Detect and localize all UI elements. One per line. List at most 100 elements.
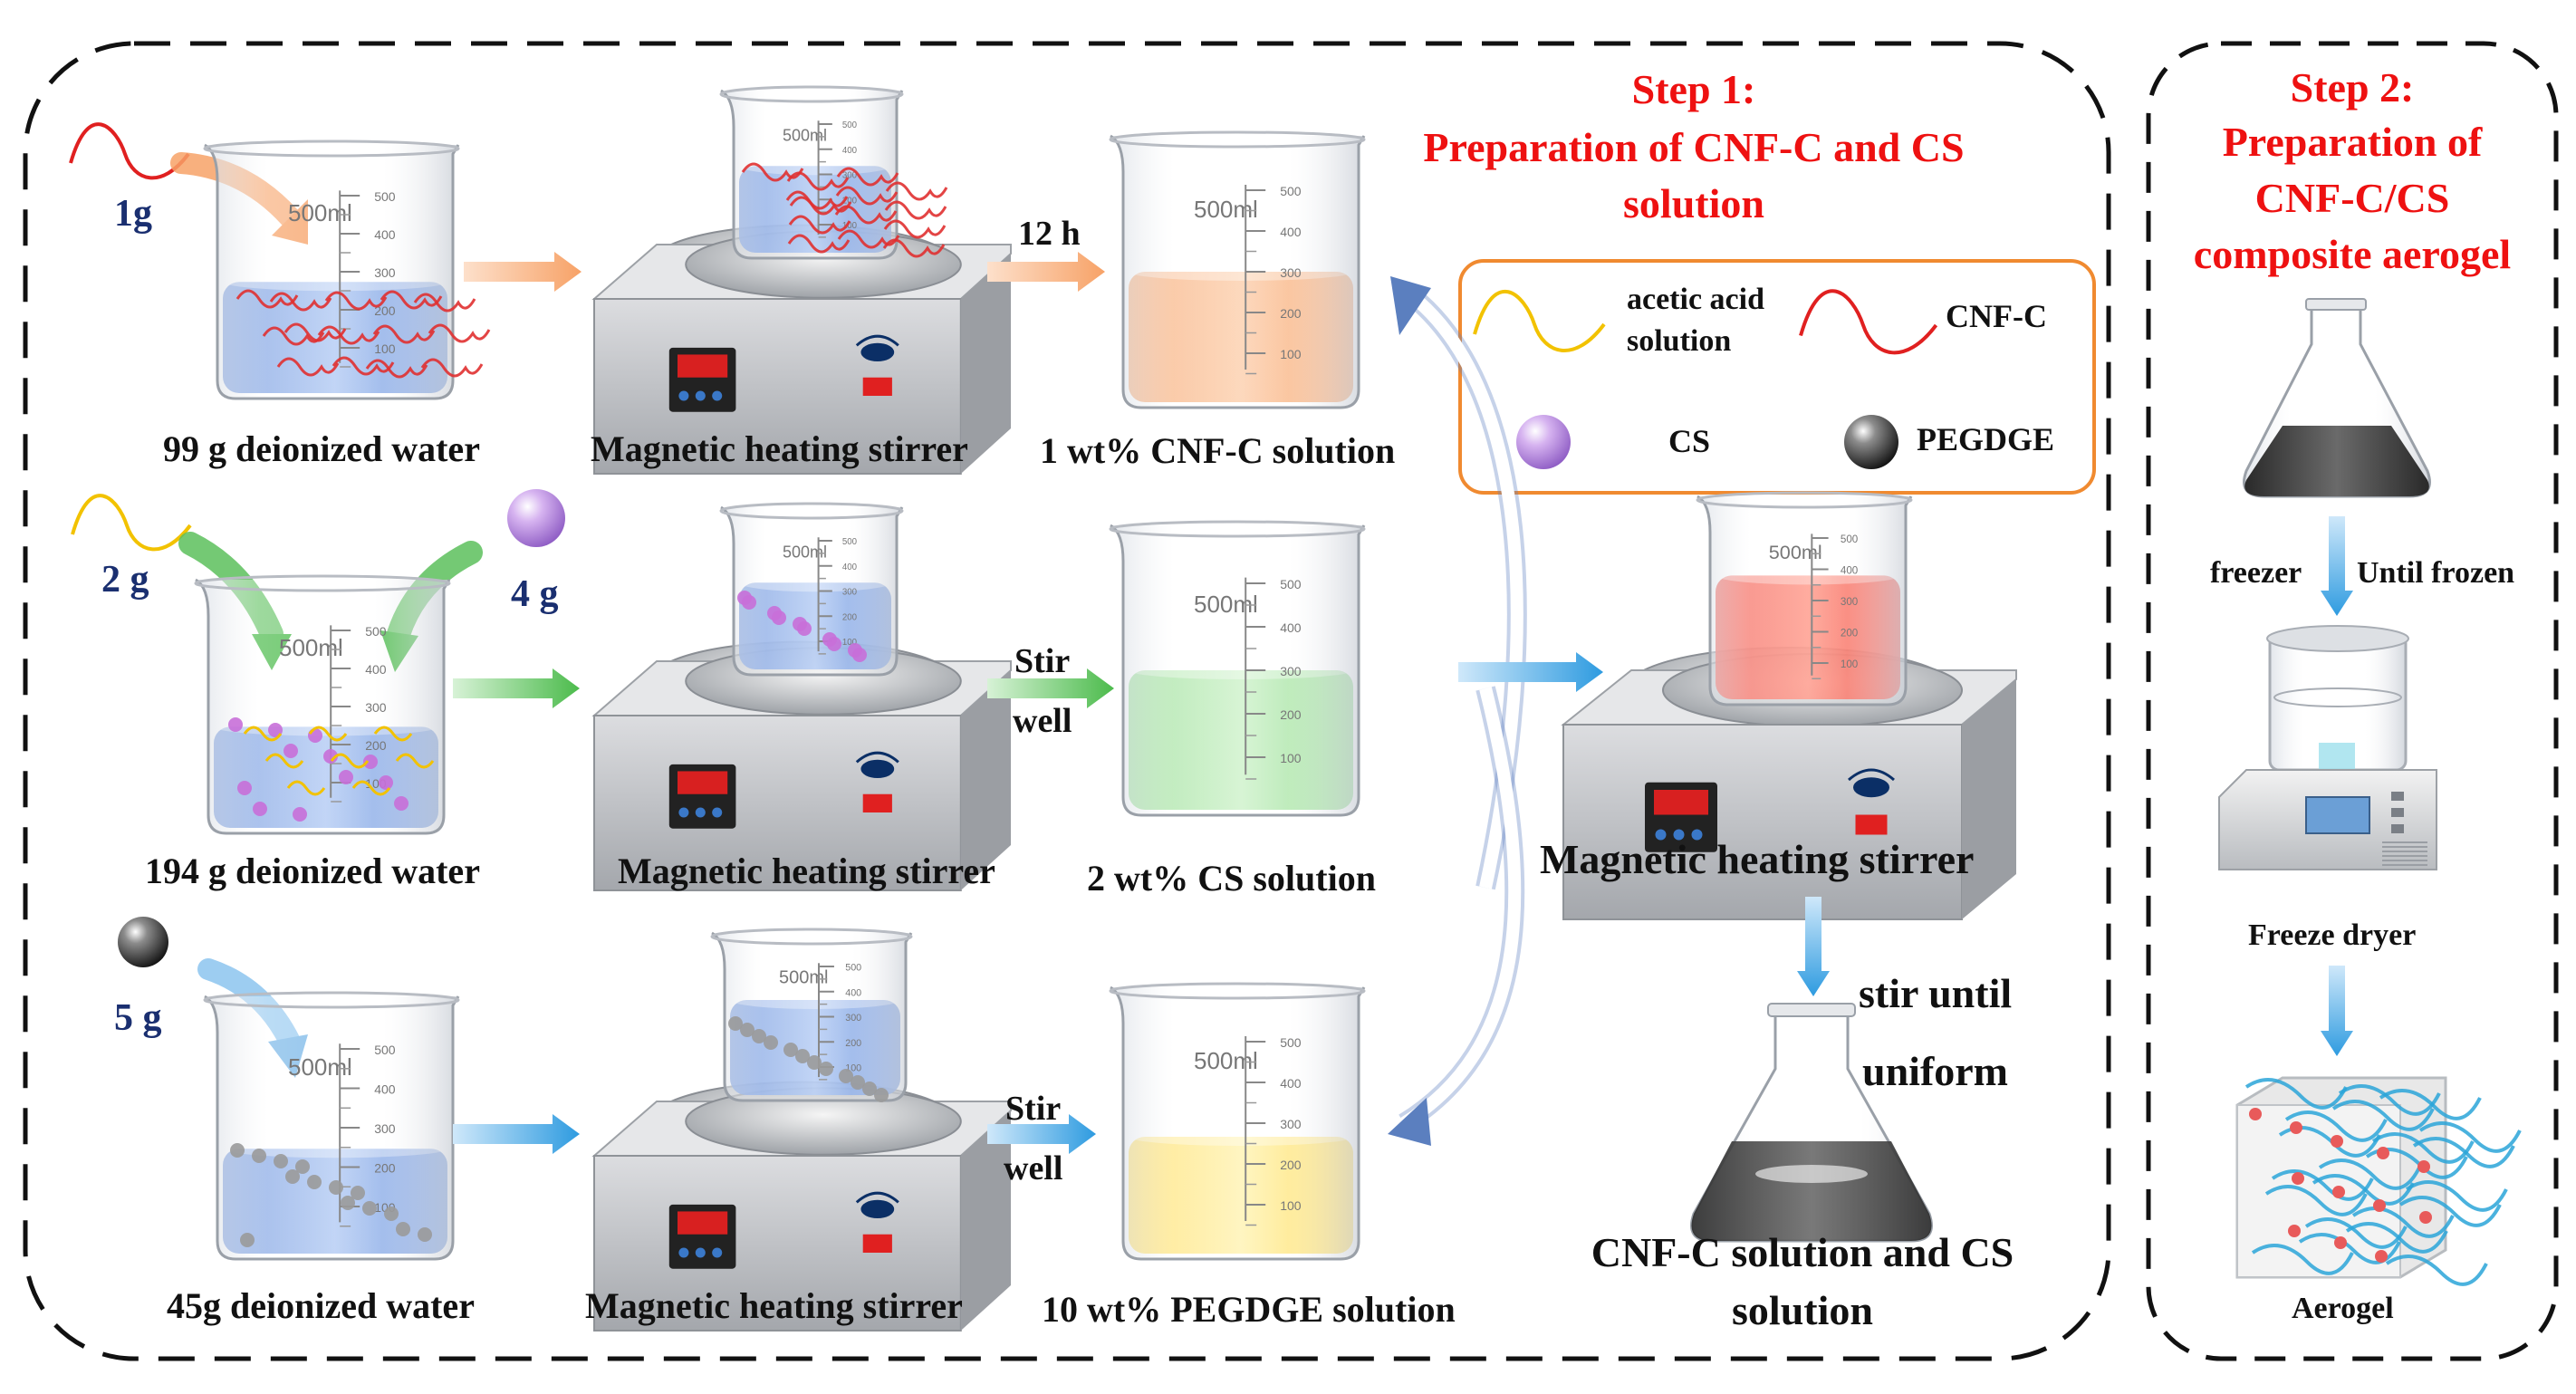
beaker-tick-label: 300 — [1280, 265, 1302, 280]
beaker-tick-label: 400 — [1280, 1076, 1302, 1091]
beaker-tick-label: 500 — [365, 624, 387, 639]
beaker-tick-label: 500 — [374, 189, 396, 204]
beaker-tick-label: 400 — [842, 146, 858, 156]
beaker-volume-text: 500ml — [1194, 591, 1258, 618]
step2-arrow-2 — [2321, 966, 2353, 1056]
beaker-tick-label: 100 — [1280, 1198, 1302, 1213]
beaker-tick-label: 200 — [365, 738, 387, 753]
beaker-tick-label: 200 — [1280, 306, 1302, 321]
beaker-tick-label: 200 — [1280, 1158, 1302, 1172]
beaker-tick-label: 100 — [1280, 751, 1302, 765]
beaker-volume-text: 500ml — [783, 127, 827, 145]
row2-cs-beaker: 500ml 500 400 300 200 100 — [1109, 520, 1366, 817]
beaker-volume-text: 500ml — [1194, 1047, 1258, 1074]
beaker-tick-label: 200 — [842, 196, 858, 206]
beaker-tick-label: 500 — [374, 1043, 396, 1057]
beaker-tick-label: 500 — [842, 537, 858, 547]
step2-title-line2: Preparation of — [2222, 119, 2483, 165]
beaker-tick-label: 100 — [1280, 347, 1302, 361]
beaker-tick-label: 300 — [374, 265, 396, 280]
mixing-stir-1: stir until — [1859, 970, 2013, 1016]
beaker-tick-label: 500 — [1280, 577, 1302, 591]
row3-arrow-text-1: Stir — [1005, 1090, 1062, 1128]
row1-solution-label: 1 wt% CNF-C solution — [1040, 430, 1396, 471]
beaker-volume-text: 500ml — [288, 199, 352, 226]
step2-title-line4: composite aerogel — [2193, 231, 2512, 277]
row2-mass-right: 4 g — [511, 573, 559, 615]
step2-title-line3: CNF-C/CS — [2254, 175, 2450, 221]
legend-cs: CS — [1668, 423, 1711, 459]
result-flask — [1690, 1003, 1933, 1243]
legend-cnfc: CNF-C — [1946, 298, 2047, 334]
legend-acetic-2: solution — [1627, 324, 1732, 358]
beaker-tick-label: 200 — [1280, 707, 1302, 722]
legend-cnfc-icon — [1799, 289, 1938, 355]
beaker-tick-label: 300 — [1280, 1117, 1302, 1131]
legend-pegdge-icon — [1844, 415, 1898, 469]
legend-acetic-1: acetic acid — [1627, 283, 1764, 316]
beaker-volume-text: 500ml — [279, 634, 343, 661]
step2-flask — [2243, 298, 2431, 498]
step2-panel — [2146, 41, 2559, 1361]
row3-water-label: 45g deionized water — [167, 1285, 475, 1326]
row2-stirrer-label: Magnetic heating stirrer — [618, 851, 995, 891]
mixing-down-arrow — [1797, 897, 1830, 996]
beaker-tick-label: 200 — [842, 612, 858, 622]
freeze-dryer — [2218, 625, 2437, 870]
pegdge-sphere-icon — [118, 917, 168, 967]
beaker-tick-label: 300 — [845, 1013, 861, 1024]
legend-pegdge: PEGDGE — [1917, 421, 2055, 457]
row2-mass-left: 2 g — [101, 559, 149, 601]
cs-sphere-icon — [507, 489, 565, 547]
beaker-volume-text: 500ml — [1194, 196, 1258, 223]
beaker-volume-text: 500ml — [779, 968, 828, 988]
step1-panel — [23, 41, 2111, 1361]
row3-arrow-1 — [453, 1114, 580, 1154]
row2-arrow-2 — [987, 668, 1114, 708]
beaker-tick-label: 300 — [842, 588, 858, 598]
beaker-tick-label: 100 — [374, 341, 396, 356]
beaker-tick-label: 500 — [1280, 184, 1302, 198]
beaker-tick-label: 400 — [845, 987, 861, 998]
row1-mass: 1g — [114, 193, 152, 235]
freezer-label: freezer — [2210, 556, 2302, 590]
row2-arrow-text-2: well — [1013, 702, 1072, 740]
beaker-volume-text: 500ml — [1769, 541, 1822, 563]
row2-arrow-text-1: Stir — [1014, 642, 1071, 680]
beaker-tick-label: 100 — [842, 221, 858, 231]
beaker-tick-label: 100 — [842, 638, 858, 648]
beaker-tick-label: 300 — [365, 700, 387, 715]
row2-water-label: 194 g deionized water — [145, 851, 480, 891]
row2-stirrer — [591, 640, 1012, 891]
row3-arrow-text-2: well — [1004, 1149, 1063, 1187]
aerogel-cube — [2235, 1076, 2522, 1286]
beaker-tick-label: 400 — [1280, 620, 1302, 635]
beaker-tick-label: 200 — [1841, 627, 1859, 639]
mixing-result-2: solution — [1732, 1287, 1873, 1333]
until-frozen-label: Until frozen — [2357, 556, 2515, 590]
row3-solution-label: 10 wt% PEGDGE solution — [1042, 1289, 1456, 1330]
row1-stirrer-label: Magnetic heating stirrer — [591, 428, 968, 469]
row1-arrow-1 — [464, 252, 582, 292]
row2-solution-label: 2 wt% CS solution — [1087, 858, 1376, 899]
beaker-tick-label: 400 — [1841, 564, 1859, 576]
acetic-acid-icon — [71, 494, 192, 552]
beaker-tick-label: 300 — [1280, 664, 1302, 678]
mixing-input-arrow — [1458, 652, 1603, 692]
beaker-tick-label: 400 — [365, 662, 387, 677]
step2-arrow-1 — [2321, 516, 2353, 616]
beaker-tick-label: 400 — [842, 562, 858, 572]
row1-water-label: 99 g deionized water — [163, 428, 480, 469]
beaker-tick-label: 100 — [1841, 659, 1859, 670]
row3-arrow-2 — [987, 1114, 1096, 1154]
row1-stirrer — [591, 224, 1012, 475]
step1-title-line2: Preparation of CNF-C and CS — [1423, 124, 1965, 170]
row1-arrow-2 — [987, 252, 1105, 292]
